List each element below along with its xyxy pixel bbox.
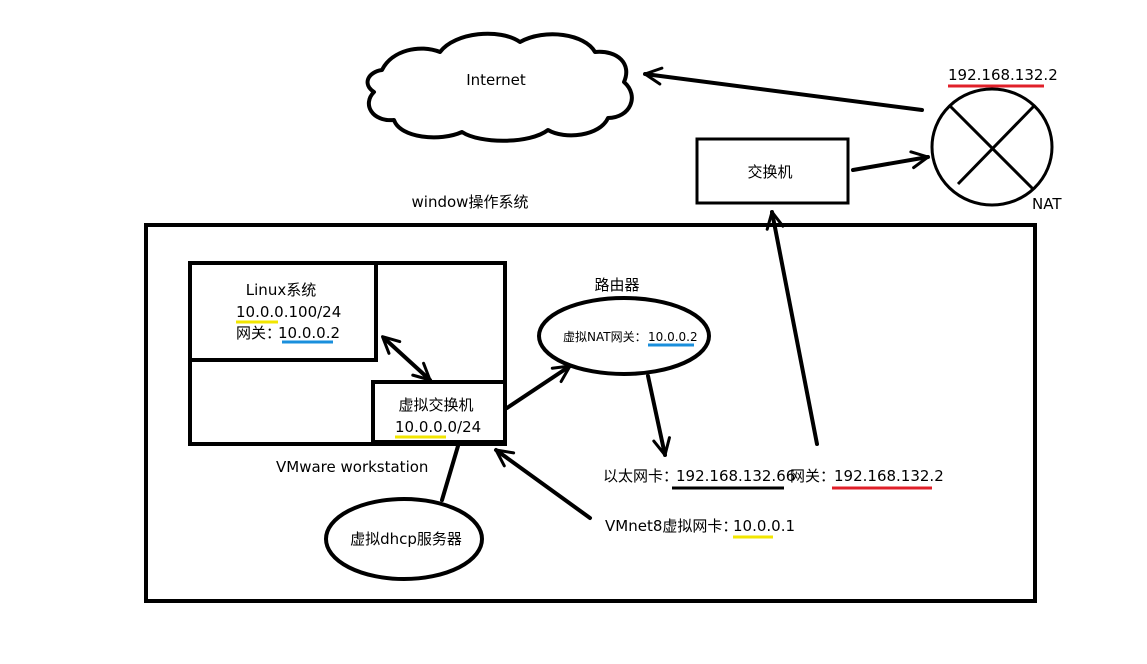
arrow-linux-virtual-switch: [381, 335, 432, 382]
virtual-nat-prefix: 虚拟NAT网关：: [563, 330, 647, 344]
ethernet-prefix: 以太网卡：: [603, 467, 678, 485]
linux-ip-label: 10.0.0.100/24: [236, 303, 341, 321]
vmnet8-prefix: VMnet8虚拟网卡：: [605, 517, 737, 535]
ethernet-gateway-value: 192.168.132.2: [834, 467, 944, 485]
virtual-switch-label: 虚拟交换机: [398, 396, 473, 414]
internet-label: Internet: [466, 71, 526, 89]
virtual-switch-box: 虚拟交换机 10.0.0.0/24: [371, 380, 507, 444]
arrow-vmnet8-to-virtual-switch: [494, 448, 592, 520]
linux-system-box: Linux系统 10.0.0.100/24 网关： 10.0.0.2: [188, 261, 378, 362]
linux-gateway-value: 10.0.0.2: [278, 324, 340, 342]
switch-label: 交换机: [747, 163, 792, 181]
virtual-nat-value: 10.0.0.2: [648, 330, 698, 344]
connectors: [381, 66, 930, 520]
dhcp-server-ellipse: 虚拟dhcp服务器: [324, 497, 484, 581]
nat-label: NAT: [1032, 195, 1062, 213]
arrow-virtual-switch-to-router: [505, 364, 572, 410]
switch-box: 交换机: [695, 137, 850, 205]
ethernet-ip: 192.168.132.66: [676, 467, 795, 485]
vmware-label: VMware workstation: [276, 458, 428, 476]
dhcp-server-label: 虚拟dhcp服务器: [350, 530, 462, 548]
windows-os-boundary: [144, 223, 1037, 603]
virtual-nat-ellipse: 虚拟NAT网关： 10.0.0.2: [537, 296, 711, 376]
arrow-router-to-ethernet: [646, 374, 671, 457]
internet-cloud: Internet: [365, 31, 634, 143]
linux-gateway-prefix: 网关：: [236, 324, 281, 342]
line-dhcp-to-virtual-switch: [440, 444, 460, 502]
router-label: 路由器: [594, 276, 639, 294]
arrow-ethernet-to-switch: [765, 210, 819, 446]
arrow-switch-to-nat: [851, 150, 930, 172]
nat-ip-label: 192.168.132.2: [948, 66, 1058, 84]
windows-os-label: window操作系统: [412, 193, 529, 211]
arrow-nat-to-internet: [643, 66, 924, 112]
ethernet-gateway-prefix: 网关：: [790, 467, 835, 485]
vmnet8-ip: 10.0.0.1: [733, 517, 795, 535]
nat-device: 192.168.132.2 NAT: [930, 66, 1062, 213]
linux-system-label: Linux系统: [246, 281, 316, 299]
virtual-switch-subnet-label: 10.0.0.0/24: [395, 418, 481, 436]
